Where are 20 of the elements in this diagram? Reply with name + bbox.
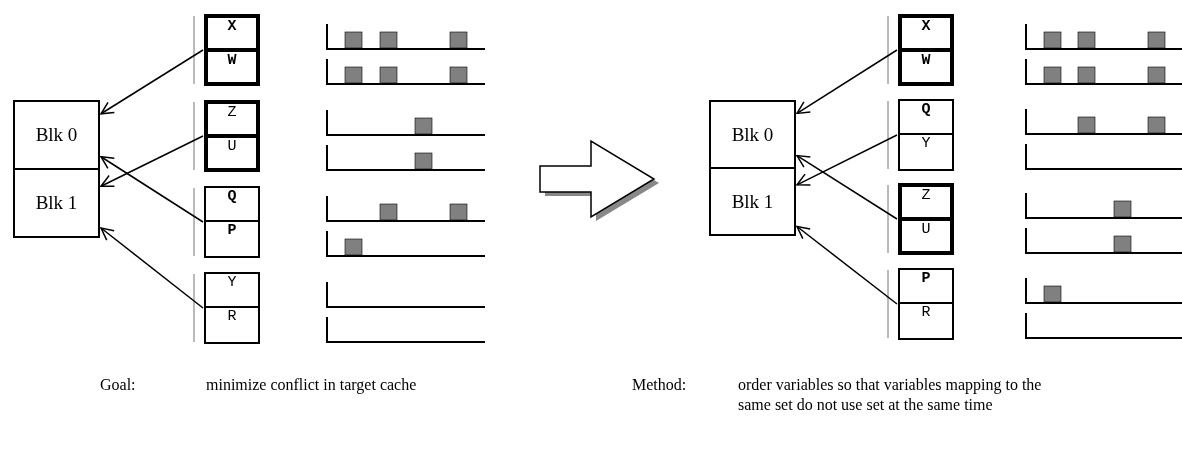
method-text: order variables so that variables mapping to the same set do not use set at the same time bbox=[738, 375, 1043, 415]
arrow bbox=[100, 156, 204, 223]
variable-pair-box bbox=[898, 14, 954, 86]
label-text: Goal: bbox=[100, 375, 137, 395]
cache-block-box: Blk 0 bbox=[709, 100, 796, 169]
variable-pair-box bbox=[204, 100, 260, 172]
arrow bbox=[100, 135, 204, 188]
label-text: Method: bbox=[632, 375, 688, 395]
cache-block-box: Blk 1 bbox=[13, 168, 100, 238]
variable-pair-box bbox=[204, 14, 260, 86]
arrow bbox=[100, 49, 204, 115]
cache-block-box: Blk 1 bbox=[709, 167, 796, 236]
arrow bbox=[796, 225, 898, 305]
arrow bbox=[796, 134, 898, 186]
arrow bbox=[796, 154, 898, 220]
arrow bbox=[100, 227, 204, 309]
cache-block-box: Blk 0 bbox=[13, 100, 100, 170]
goal-text: minimize conflict in target cache bbox=[206, 375, 418, 395]
arrow bbox=[796, 49, 898, 115]
variable-pair-box bbox=[898, 183, 954, 255]
